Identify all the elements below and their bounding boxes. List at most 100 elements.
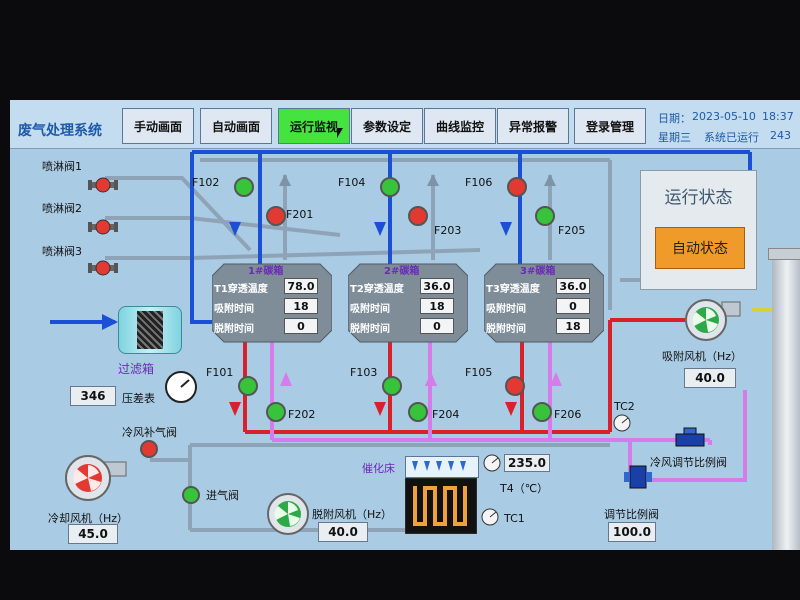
tab-login[interactable]: 登录管理 <box>574 108 646 144</box>
valve-tag-f202: F202 <box>288 408 316 421</box>
spray-valve-1-icon[interactable] <box>88 174 118 194</box>
inlet-valve-label: 进气阀 <box>206 489 239 502</box>
spray-valve-2-icon[interactable] <box>88 216 118 236</box>
system-title: 废气处理系统 <box>18 123 102 139</box>
tower-des-value: 0 <box>284 318 318 334</box>
desorption-fan-icon[interactable] <box>264 492 314 538</box>
desorption-fan-label: 脱附风机（Hz） <box>312 508 393 521</box>
date-label: 日期： <box>658 112 691 125</box>
valve-tag-f103: F103 <box>350 366 378 379</box>
chimney <box>772 255 800 550</box>
adsorption-fan-value: 40.0 <box>684 368 736 388</box>
tower-des-value: 0 <box>420 318 454 334</box>
valve-tag-f204: F204 <box>432 408 460 421</box>
valve-f203-icon[interactable] <box>408 206 428 226</box>
valve-tag-f106: F106 <box>465 176 493 189</box>
filter-label: 过滤箱 <box>118 362 155 376</box>
t4-sensor-icon <box>483 454 501 472</box>
tower-name: 2#碳箱 <box>384 266 420 277</box>
tc1-sensor-icon <box>481 508 499 526</box>
filter-box <box>118 306 182 354</box>
spray-valve-2-label: 喷淋阀2 <box>42 202 82 215</box>
valve-f206-icon[interactable] <box>532 402 552 422</box>
desorption-fan-value: 40.0 <box>318 522 368 542</box>
chimney-cap <box>768 248 800 260</box>
tower-ads-value: 18 <box>284 298 318 314</box>
tower-name: 1#碳箱 <box>248 266 284 277</box>
hmi-screen: 废气处理系统 手动画面 自动画面 运行监视 参数设定 曲线监控 异常报警 登录管… <box>10 100 800 550</box>
valve-f202-icon[interactable] <box>266 402 286 422</box>
t4-label: T4（℃） <box>500 482 549 495</box>
ratio-valve-value: 100.0 <box>608 522 656 542</box>
adsorption-fan-icon[interactable] <box>682 296 742 342</box>
cooling-fan-icon[interactable] <box>64 454 130 504</box>
valve-f204-icon[interactable] <box>408 402 428 422</box>
status-title: 运行状态 <box>664 188 733 208</box>
valve-tag-f203: F203 <box>434 224 462 237</box>
pressure-value: 346 <box>70 386 116 406</box>
ratio-valve-icon[interactable] <box>624 462 652 492</box>
top-bar: 废气处理系统 手动画面 自动画面 运行监视 参数设定 曲线监控 异常报警 登录管… <box>10 100 800 149</box>
time-value: 18:37 <box>762 110 794 123</box>
valve-tag-f201: F201 <box>286 208 314 221</box>
weekday: 星期三 <box>658 131 691 144</box>
t4-value: 235.0 <box>504 454 550 472</box>
cold-air-ratio-valve-icon[interactable] <box>674 426 706 450</box>
valve-tag-f105: F105 <box>465 366 493 379</box>
tab-auto[interactable]: 自动画面 <box>200 108 272 144</box>
cursor-icon <box>337 128 343 138</box>
tab-param-settings[interactable]: 参数设定 <box>351 108 423 144</box>
tower-temp-label: T3穿透温度 <box>486 284 540 295</box>
adsorption-fan-label: 吸附风机（Hz） <box>662 350 743 363</box>
carbon-tower-2: 2#碳箱 T2穿透温度 36.0 吸附时间 18 脱附时间 0 <box>348 260 468 344</box>
cold-air-valve-icon[interactable] <box>140 440 158 458</box>
tc1-label: TC1 <box>504 512 525 525</box>
tab-run-monitor[interactable]: 运行监视 <box>278 108 350 144</box>
tower-ads-label: 吸附时间 <box>350 304 390 315</box>
catalytic-bed-heater-icon <box>405 478 477 534</box>
pressure-gauge-icon <box>165 371 197 403</box>
valve-f201-icon[interactable] <box>266 206 286 226</box>
spray-valve-1-label: 喷淋阀1 <box>42 160 82 173</box>
uptime-value: 243 <box>770 129 791 142</box>
valve-tag-f206: F206 <box>554 408 582 421</box>
ratio-valve-label: 调节比例阀 <box>604 508 659 521</box>
tower-des-label: 脱附时间 <box>214 324 254 335</box>
tower-temp-label: T2穿透温度 <box>350 284 404 295</box>
tower-ads-label: 吸附时间 <box>214 304 254 315</box>
tab-alarm[interactable]: 异常报警 <box>497 108 569 144</box>
tc2-sensor-icon <box>613 414 631 432</box>
tc2-label: TC2 <box>614 400 635 413</box>
valve-f102-icon[interactable] <box>234 177 254 197</box>
valve-f104-icon[interactable] <box>380 177 400 197</box>
inlet-valve-icon[interactable] <box>182 486 200 504</box>
catalytic-bed-top <box>405 456 479 478</box>
valve-f106-icon[interactable] <box>507 177 527 197</box>
status-panel: 运行状态 自动状态 <box>640 170 757 290</box>
tower-temp-value: 36.0 <box>420 278 454 294</box>
tab-curve-monitor[interactable]: 曲线监控 <box>424 108 496 144</box>
tower-ads-label: 吸附时间 <box>486 304 526 315</box>
auto-status-button[interactable]: 自动状态 <box>655 227 745 269</box>
tower-temp-value: 36.0 <box>556 278 590 294</box>
valve-f105-icon[interactable] <box>505 376 525 396</box>
uptime-label: 系统已运行 <box>704 131 759 144</box>
valve-f205-icon[interactable] <box>535 206 555 226</box>
tower-des-value: 18 <box>556 318 590 334</box>
tower-name: 3#碳箱 <box>520 266 556 277</box>
tower-des-label: 脱附时间 <box>350 324 390 335</box>
tab-manual[interactable]: 手动画面 <box>122 108 194 144</box>
pressure-label: 压差表 <box>122 392 155 405</box>
spray-valve-3-icon[interactable] <box>88 257 118 277</box>
cooling-fan-label: 冷却风机（Hz） <box>48 512 129 525</box>
valve-f103-icon[interactable] <box>382 376 402 396</box>
cold-air-valve-label: 冷风补气阀 <box>122 426 177 439</box>
valve-tag-f101: F101 <box>206 366 234 379</box>
tower-des-label: 脱附时间 <box>486 324 526 335</box>
valve-tag-f104: F104 <box>338 176 366 189</box>
valve-tag-f102: F102 <box>192 176 220 189</box>
valve-f101-icon[interactable] <box>238 376 258 396</box>
tower-ads-value: 0 <box>556 298 590 314</box>
catalytic-bed-label: 催化床 <box>362 462 395 475</box>
valve-tag-f205: F205 <box>558 224 586 237</box>
